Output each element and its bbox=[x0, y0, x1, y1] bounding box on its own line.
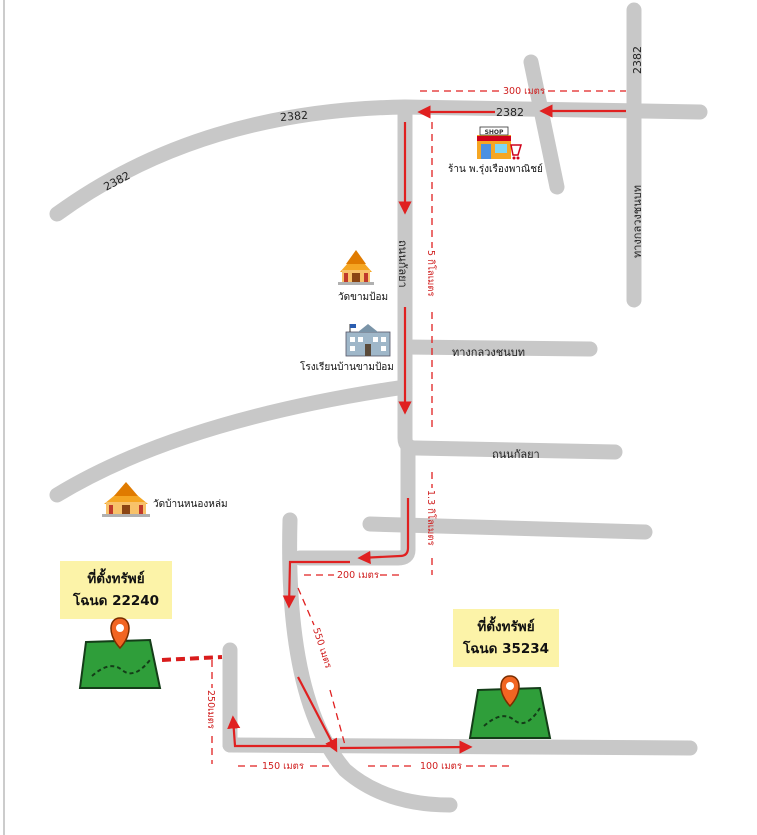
label-2382-vertical: 2382 bbox=[631, 46, 644, 74]
dist-13km: 1.3 กิโลเมตร bbox=[425, 490, 437, 546]
dist-200: 200 เมตร bbox=[337, 570, 379, 581]
dist-150: 150 เมตร bbox=[262, 761, 304, 772]
shop-sign: SHOP bbox=[485, 129, 504, 136]
route-arrow-7 bbox=[297, 676, 338, 753]
school-icon bbox=[345, 324, 391, 357]
distance-lines bbox=[161, 90, 626, 767]
route-arrow-9 bbox=[227, 715, 330, 748]
route-arrow-6 bbox=[282, 560, 350, 609]
property-label-box-1: ที่ตั้งทรัพย์ โฉนด 22240 bbox=[60, 561, 172, 619]
label-kalaya-horizontal: ถนนกัลยา bbox=[492, 448, 540, 461]
soi-diagonal bbox=[523, 54, 565, 195]
location-pin-icon-1 bbox=[110, 617, 130, 650]
dist-100: 100 เมตร bbox=[420, 761, 462, 772]
property-label-box-2: ที่ตั้งทรัพย์ โฉนด 35234 bbox=[453, 609, 559, 667]
khlong-road-horizontal bbox=[397, 339, 598, 357]
dist-250: 250เมตร bbox=[205, 690, 216, 729]
label-khlong-vertical: ทางกลวงชนบท bbox=[631, 185, 644, 258]
land-plot-icon-1 bbox=[78, 638, 162, 689]
property-title-1: ที่ตั้งทรัพย์ bbox=[87, 568, 144, 587]
highway-2382-curve bbox=[49, 99, 413, 222]
shop-icon: SHOP bbox=[477, 126, 523, 160]
route-arrow-8 bbox=[339, 740, 473, 754]
temple-label-1: วัดขามป้อม bbox=[338, 291, 388, 303]
property-title-2: ที่ตั้งทรัพย์ bbox=[477, 616, 534, 635]
temple-icon-1 bbox=[338, 250, 374, 285]
left-diagonal-road bbox=[49, 379, 413, 503]
label-khlong-horizontal: ทางกลวงชนบท bbox=[452, 346, 525, 359]
property-deed-1: โฉนด 22240 bbox=[72, 591, 159, 609]
route-arrow-5 bbox=[357, 498, 410, 565]
label-2382-top: 2382 bbox=[496, 106, 524, 119]
label-2382-curve: 2382 bbox=[280, 109, 309, 124]
right-side-road bbox=[362, 516, 653, 540]
dash-550-a bbox=[297, 587, 315, 626]
route bbox=[227, 104, 626, 754]
dist-300: 300 เมตร bbox=[503, 86, 545, 97]
dash-550-b bbox=[329, 689, 346, 746]
temple-icon-2 bbox=[102, 482, 150, 517]
location-pin-icon-2 bbox=[500, 675, 520, 708]
school-label: โรงเรียนบ้านขามป้อม bbox=[300, 360, 394, 373]
label-kalaya-vertical: ถนนกัลยา bbox=[396, 240, 409, 288]
connector-road bbox=[292, 440, 416, 566]
link-22240 bbox=[161, 655, 223, 662]
temple-label-2: วัดบ้านหนองหล่ม bbox=[153, 498, 228, 510]
shop-label: ร้าน พ.รุ่งเรืองพาณิชย์ bbox=[448, 163, 543, 175]
dist-5km: 5 กิโลเมตร bbox=[425, 250, 437, 297]
property-deed-2: โฉนด 35234 bbox=[462, 639, 549, 657]
dist-550: 550 เมตร bbox=[310, 627, 333, 670]
